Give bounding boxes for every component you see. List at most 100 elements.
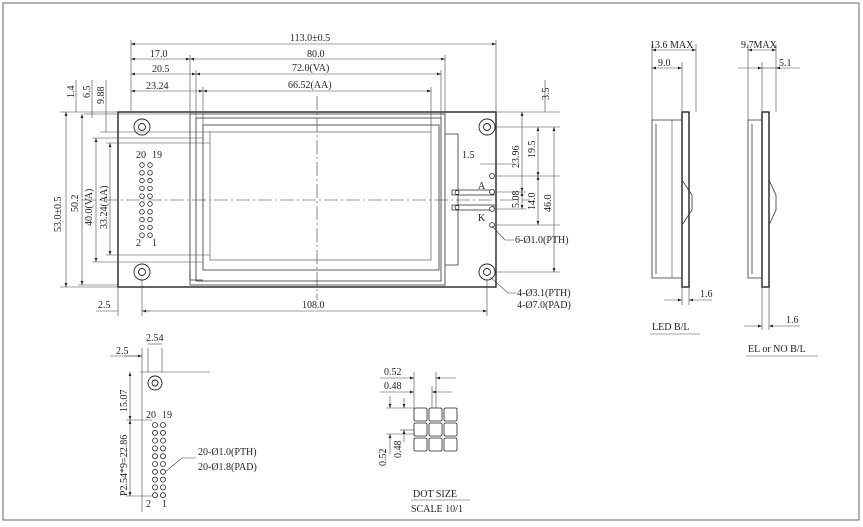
detail-pin: [160, 468, 166, 475]
mount-hole-br: [478, 263, 496, 281]
connector-pin: [147, 185, 153, 192]
bezel-outline: [189, 113, 446, 286]
dim-led-body: 9.0: [658, 58, 671, 69]
dim-left-to-aa: 23.24: [146, 81, 169, 92]
connector-pin: [147, 193, 153, 199]
mount-hole-bl: [133, 263, 151, 281]
detail-pin: [160, 429, 166, 436]
dot-detail: 0.52 0.48 0.52 0.48 DOT SIZE SCALE 10/1: [378, 367, 470, 515]
lcd-dot: [413, 437, 428, 452]
connector-pin: [139, 162, 145, 168]
detail-pin: [152, 437, 158, 444]
dot-grid: [413, 407, 458, 452]
pin-detail-mount-hole: [147, 375, 163, 391]
led-pcb: [681, 111, 690, 288]
connector-pin: [147, 170, 153, 176]
detail-pin: [160, 453, 166, 460]
pin-detail-label-19: 19: [162, 410, 172, 421]
detail-pin: [152, 461, 158, 467]
viewing-area: [202, 124, 440, 271]
detail-pin: [160, 484, 166, 491]
pin-detail-dim-top: 15.07: [119, 390, 130, 413]
lcd-dot: [443, 422, 458, 437]
connector-pin: [139, 201, 145, 207]
detail-pin: [152, 422, 158, 428]
led-pth-k: [454, 205, 460, 210]
el-pcb: [761, 111, 770, 288]
bezel-tab-left: [189, 270, 203, 281]
led-pad-4: [489, 222, 495, 228]
connector-pin: [139, 193, 145, 199]
connector-pin: [139, 185, 145, 192]
dot-size-v: 0.48: [393, 441, 404, 459]
dim-left-edge-hole: 2.5: [98, 300, 111, 311]
dim-va-width: 72.0(VA): [292, 63, 329, 74]
pin-detail-callout-pth: 20-Ø1.0(PTH): [198, 447, 257, 458]
front-view: 20 19 2 1 A K 113.0±0.5 80.0 17.0 72.0(V…: [53, 33, 571, 316]
pin-detail-dim-span: P2.54*9=22.86: [119, 435, 130, 496]
connector-pin: [147, 209, 153, 215]
detail-pin: [160, 445, 166, 452]
led-label-a: A: [478, 181, 486, 192]
bezel-tab-right: [445, 133, 459, 266]
led-pad-3: [489, 206, 495, 212]
callout-led-pth: 6-Ø1.0(PTH): [515, 235, 569, 246]
detail-pin: [152, 429, 158, 436]
pcb-outline: [117, 111, 497, 288]
connector-pin: [147, 177, 153, 184]
dot-pitch-h: 0.52: [384, 367, 402, 378]
connector-pin: [139, 224, 145, 231]
dot-size-h: 0.48: [384, 381, 402, 392]
dim-glass-width: 80.0: [307, 49, 325, 60]
detail-pin: [152, 476, 158, 483]
dim-va-height: 40.0(VA): [84, 189, 95, 226]
connector-pin: [139, 170, 145, 176]
pin-label-20: 20: [136, 150, 146, 161]
el-body: [747, 119, 762, 279]
pin-detail-callout-pad: 20-Ø1.8(PAD): [198, 462, 257, 473]
pin-label-1: 1: [152, 238, 157, 249]
glass-outline: [195, 117, 442, 282]
lcd-dot: [413, 407, 428, 422]
detail-pin: [160, 492, 166, 499]
detail-pin: [152, 453, 158, 460]
pin-detail-label-20: 20: [146, 410, 156, 421]
pin-detail-label-1: 1: [162, 499, 167, 510]
mount-hole-tl: [133, 118, 151, 136]
lcd-dot: [428, 437, 443, 452]
pin-detail-pins: [152, 422, 166, 499]
connector-pin: [139, 216, 145, 223]
dim-top-3: 9.88: [96, 87, 107, 105]
lcd-dot: [428, 407, 443, 422]
detail-pin: [152, 492, 158, 499]
dim-led-pcb: 1.6: [700, 289, 713, 300]
connector-pin: [147, 201, 153, 207]
active-area: [209, 131, 432, 261]
dim-led-offset: 1.5: [462, 150, 475, 161]
connector-pin: [147, 224, 153, 231]
dot-detail-scale: SCALE 10/1: [411, 504, 463, 515]
dot-detail-title: DOT SIZE: [413, 489, 457, 500]
dim-aa-height: 33.24(AA): [99, 185, 110, 229]
connector-pins: [139, 162, 153, 238]
dim-left-to-glass: 17.0: [150, 49, 168, 60]
caption-el-bl: EL or NO B/L: [748, 344, 806, 355]
led-pth-a: [454, 190, 460, 195]
dim-19-5: 19.5: [527, 141, 538, 159]
dim-el-pcb: 1.6: [786, 315, 799, 326]
dim-el-max: 9.7MAX: [741, 40, 778, 51]
detail-pin: [152, 484, 158, 491]
detail-pin: [160, 476, 166, 483]
pin-detail: 2.5 2.54 15.07 P2.54*9=22.86 20 19 2 1 2…: [110, 333, 257, 512]
callout-mount-pth: 4-Ø3.1(PTH): [517, 288, 571, 299]
dim-pad-span: 108.0: [302, 300, 325, 311]
drawing-frame: [2, 2, 860, 521]
lcd-dot: [443, 407, 458, 422]
detail-pin: [160, 422, 166, 428]
lcd-dot: [443, 437, 458, 452]
dim-23-96: 23.96: [511, 146, 522, 169]
connector-pin: [139, 232, 145, 238]
dim-el-body: 5.1: [779, 58, 792, 69]
mount-hole-tr: [478, 118, 496, 136]
